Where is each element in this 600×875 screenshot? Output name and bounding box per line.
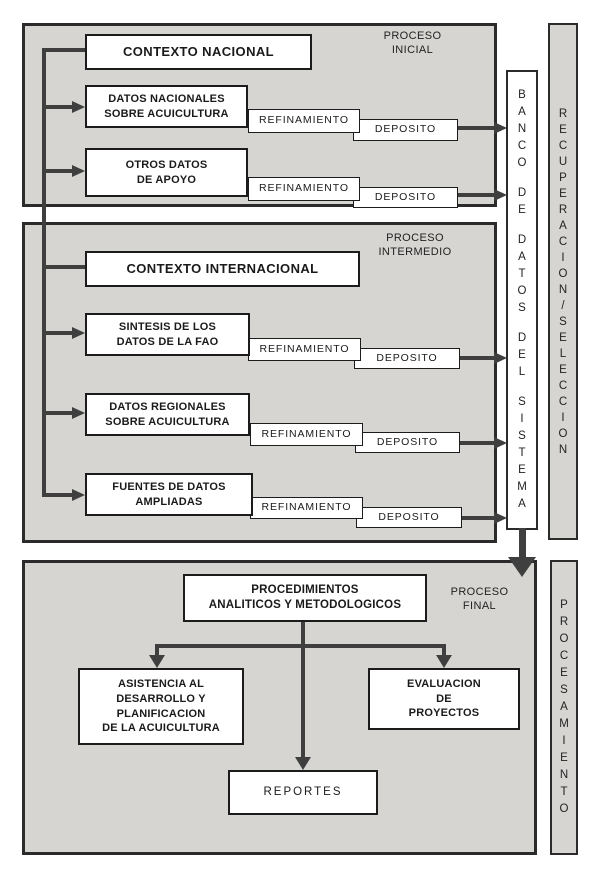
label-line: PROCESO — [386, 232, 444, 244]
arrowhead-otros-datos — [72, 165, 85, 177]
box-label: DEPOSITO — [376, 435, 439, 448]
arrowhead-deposito-4 — [494, 437, 507, 449]
box-label: REFINAMIENTO — [259, 182, 349, 195]
box-fuentes-ampliadas: FUENTES DE DATOS AMPLIADAS — [85, 473, 253, 516]
box-label: REFINAMIENTO — [259, 342, 350, 355]
box-line: OTROS DATOS — [125, 158, 208, 171]
box-line: PLANIFICACION — [116, 707, 206, 720]
box-label: DEPOSITO — [374, 190, 437, 203]
box-line: FUENTES DE DATOS — [112, 480, 226, 493]
box-line: DE LA ACUICULTURA — [102, 722, 220, 735]
box-label: DEPOSITO — [378, 510, 440, 523]
box-contexto-internacional: CONTEXTO INTERNACIONAL — [85, 251, 360, 287]
box-line: DE APOYO — [136, 173, 197, 186]
label-line: PROCESO — [450, 586, 509, 598]
arrowhead-deposito-5 — [494, 512, 507, 524]
arrowhead-datos-regionales — [72, 407, 85, 419]
box-line: DATOS NACIONALES — [108, 92, 225, 105]
box-evaluacion: EVALUACION DE PROYECTOS — [368, 668, 520, 730]
box-label: REFINAMIENTO — [259, 114, 349, 127]
box-refinamiento-5: REFINAMIENTO — [250, 497, 363, 519]
box-deposito-1: DEPOSITO — [353, 119, 458, 141]
box-asistencia: ASISTENCIA AL DESARROLLO Y PLANIFICACION… — [78, 668, 244, 745]
box-line: ANALITICOS Y METODOLOGICOS — [208, 599, 402, 611]
box-contexto-nacional: CONTEXTO NACIONAL — [85, 34, 312, 70]
branch-otros-datos — [45, 169, 73, 173]
box-refinamiento-2: REFINAMIENTO — [248, 177, 360, 201]
stub-asistencia — [155, 644, 159, 656]
label-proceso-intermedio: PROCESO INTERMEDIO — [365, 231, 465, 260]
branch-datos-regionales — [45, 411, 73, 415]
box-datos-nacionales: DATOS NACIONALES SOBRE ACUICULTURA — [85, 85, 248, 128]
connector-contexto-internacional — [43, 265, 85, 269]
connector-contexto-nacional — [43, 48, 85, 52]
arrowhead-reportes — [295, 757, 311, 770]
arrow-deposito-4 — [460, 441, 495, 445]
box-refinamiento-1: REFINAMIENTO — [248, 109, 360, 133]
box-procedimientos: PROCEDIMIENTOS ANALITICOS Y METODOLOGICO… — [183, 574, 427, 622]
label-line: INICIAL — [391, 44, 434, 57]
box-line: DATOS REGIONALES — [109, 400, 226, 413]
box-label: CONTEXTO NACIONAL — [122, 44, 274, 60]
box-line: ASISTENCIA AL — [117, 678, 205, 691]
box-line: PROYECTOS — [408, 707, 480, 720]
box-deposito-2: DEPOSITO — [353, 187, 458, 208]
box-sintesis-fao: SINTESIS DE LOS DATOS DE LA FAO — [85, 313, 250, 356]
label-proceso-inicial: PROCESO INICIAL — [365, 29, 460, 58]
box-line: SINTESIS DE LOS — [118, 320, 217, 333]
box-label: REPORTES — [263, 785, 343, 798]
branch-datos-nacionales — [45, 105, 73, 109]
arrow-deposito-5 — [462, 516, 495, 520]
arrowhead-deposito-2 — [494, 189, 507, 201]
box-refinamiento-4: REFINAMIENTO — [250, 423, 363, 446]
arrowhead-fuentes — [72, 489, 85, 501]
branch-sintesis — [45, 331, 73, 335]
box-line: EVALUACION — [407, 678, 481, 691]
box-otros-datos: OTROS DATOS DE APOYO — [85, 148, 248, 197]
arrowhead-evaluacion — [436, 655, 452, 668]
label-line: PROCESO — [383, 30, 442, 42]
box-deposito-4: DEPOSITO — [355, 432, 460, 453]
arrowhead-banco-to-final — [508, 557, 536, 577]
arrow-deposito-2 — [458, 193, 495, 197]
stub-evaluacion — [442, 644, 446, 656]
box-reportes: REPORTES — [228, 770, 378, 815]
arrowhead-deposito-3 — [494, 352, 507, 364]
box-label: DEPOSITO — [376, 351, 438, 364]
label-line: INTERMEDIO — [378, 246, 452, 259]
box-line: AMPLIADAS — [135, 495, 203, 508]
box-line: DATOS DE LA FAO — [116, 335, 219, 348]
box-line: SOBRE ACUICULTURA — [105, 415, 230, 428]
label-proceso-final: PROCESO FINAL — [432, 585, 527, 614]
arrowhead-asistencia — [149, 655, 165, 668]
box-line: DE — [436, 692, 452, 705]
trunk-line — [42, 48, 46, 497]
arrow-deposito-1 — [458, 126, 495, 130]
box-label: REFINAMIENTO — [261, 501, 352, 514]
arrowhead-sintesis — [72, 327, 85, 339]
box-line: DESARROLLO Y — [116, 692, 206, 705]
arrow-banco-to-final — [519, 528, 526, 558]
line-procedimientos-to-reportes — [301, 622, 305, 758]
branch-fuentes — [45, 493, 73, 497]
box-label: CONTEXTO INTERNACIONAL — [126, 261, 319, 277]
arrowhead-datos-nacionales — [72, 101, 85, 113]
box-line: PROCEDIMIENTOS — [251, 583, 359, 596]
box-refinamiento-3: REFINAMIENTO — [248, 338, 361, 361]
arrowhead-deposito-1 — [494, 122, 507, 134]
box-line: SOBRE ACUICULTURA — [104, 107, 229, 120]
box-deposito-5: DEPOSITO — [356, 507, 462, 528]
box-deposito-3: DEPOSITO — [354, 348, 460, 369]
label-line: FINAL — [462, 600, 497, 613]
arrow-deposito-3 — [460, 356, 495, 360]
box-label: REFINAMIENTO — [261, 427, 352, 440]
branch-line-final — [157, 644, 446, 648]
box-label: DEPOSITO — [374, 123, 437, 136]
box-datos-regionales: DATOS REGIONALES SOBRE ACUICULTURA — [85, 393, 250, 436]
